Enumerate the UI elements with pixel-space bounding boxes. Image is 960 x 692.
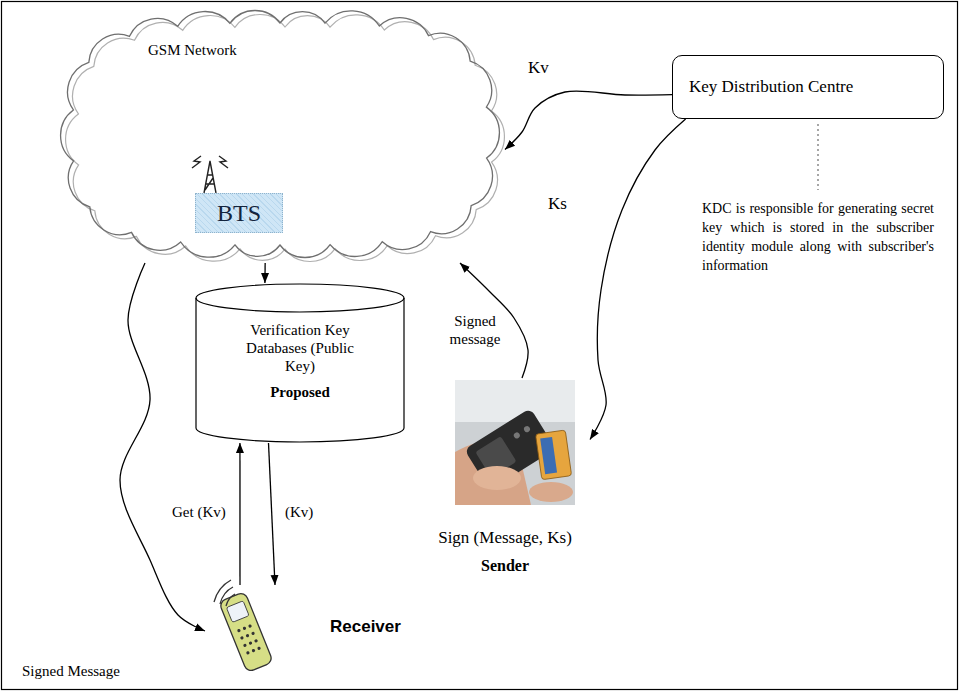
sender-phone-photo xyxy=(455,380,575,505)
node-title: GSM Network xyxy=(148,41,237,59)
cloud-line xyxy=(61,10,500,257)
node-title: BTS xyxy=(217,199,261,228)
leader-line xyxy=(817,124,818,190)
edge-label: Ks xyxy=(546,194,569,214)
edge-label: Get (Kv) xyxy=(170,503,228,521)
connector-arrow xyxy=(269,443,276,585)
node-title: Receiver xyxy=(330,617,401,637)
note-text: KDC is responsible for generating secret… xyxy=(700,200,936,276)
node-title: Verification Key Databases (Public Key) xyxy=(243,321,357,375)
connector-arrow xyxy=(505,91,672,150)
sender-node: Sign (Message, Ks) Sender xyxy=(420,378,590,583)
receiver-phone-icon xyxy=(214,580,273,672)
edge-label: (Kv) xyxy=(283,503,315,521)
cylinder-rim xyxy=(196,298,404,312)
cloud-shadow xyxy=(66,14,505,261)
antenna-symbol xyxy=(192,156,228,193)
node-title: Key Distribution Centre xyxy=(689,77,853,97)
kdc-box: Key Distribution Centre xyxy=(672,55,944,119)
connector-arrow xyxy=(264,263,266,283)
bts-box: BTS xyxy=(195,193,283,233)
database-cylinder: Verification Key Databases (Public Key) P… xyxy=(195,283,405,443)
edge-label: Signed message xyxy=(444,312,506,348)
edge-label: Signed Message xyxy=(20,662,122,680)
node-title: Sign (Message, Ks) xyxy=(438,528,572,548)
connector-arrow xyxy=(239,443,240,585)
connector-arrow xyxy=(590,119,686,440)
node-role: Sender xyxy=(481,556,529,575)
network-cloud: GSM NetworkBTS xyxy=(55,5,505,263)
edge-label: Kv xyxy=(526,58,551,78)
cylinder-body xyxy=(196,284,404,442)
receiver-node: Receiver xyxy=(205,585,405,677)
node-note: Proposed xyxy=(270,383,330,401)
connector-arrow xyxy=(120,263,205,631)
